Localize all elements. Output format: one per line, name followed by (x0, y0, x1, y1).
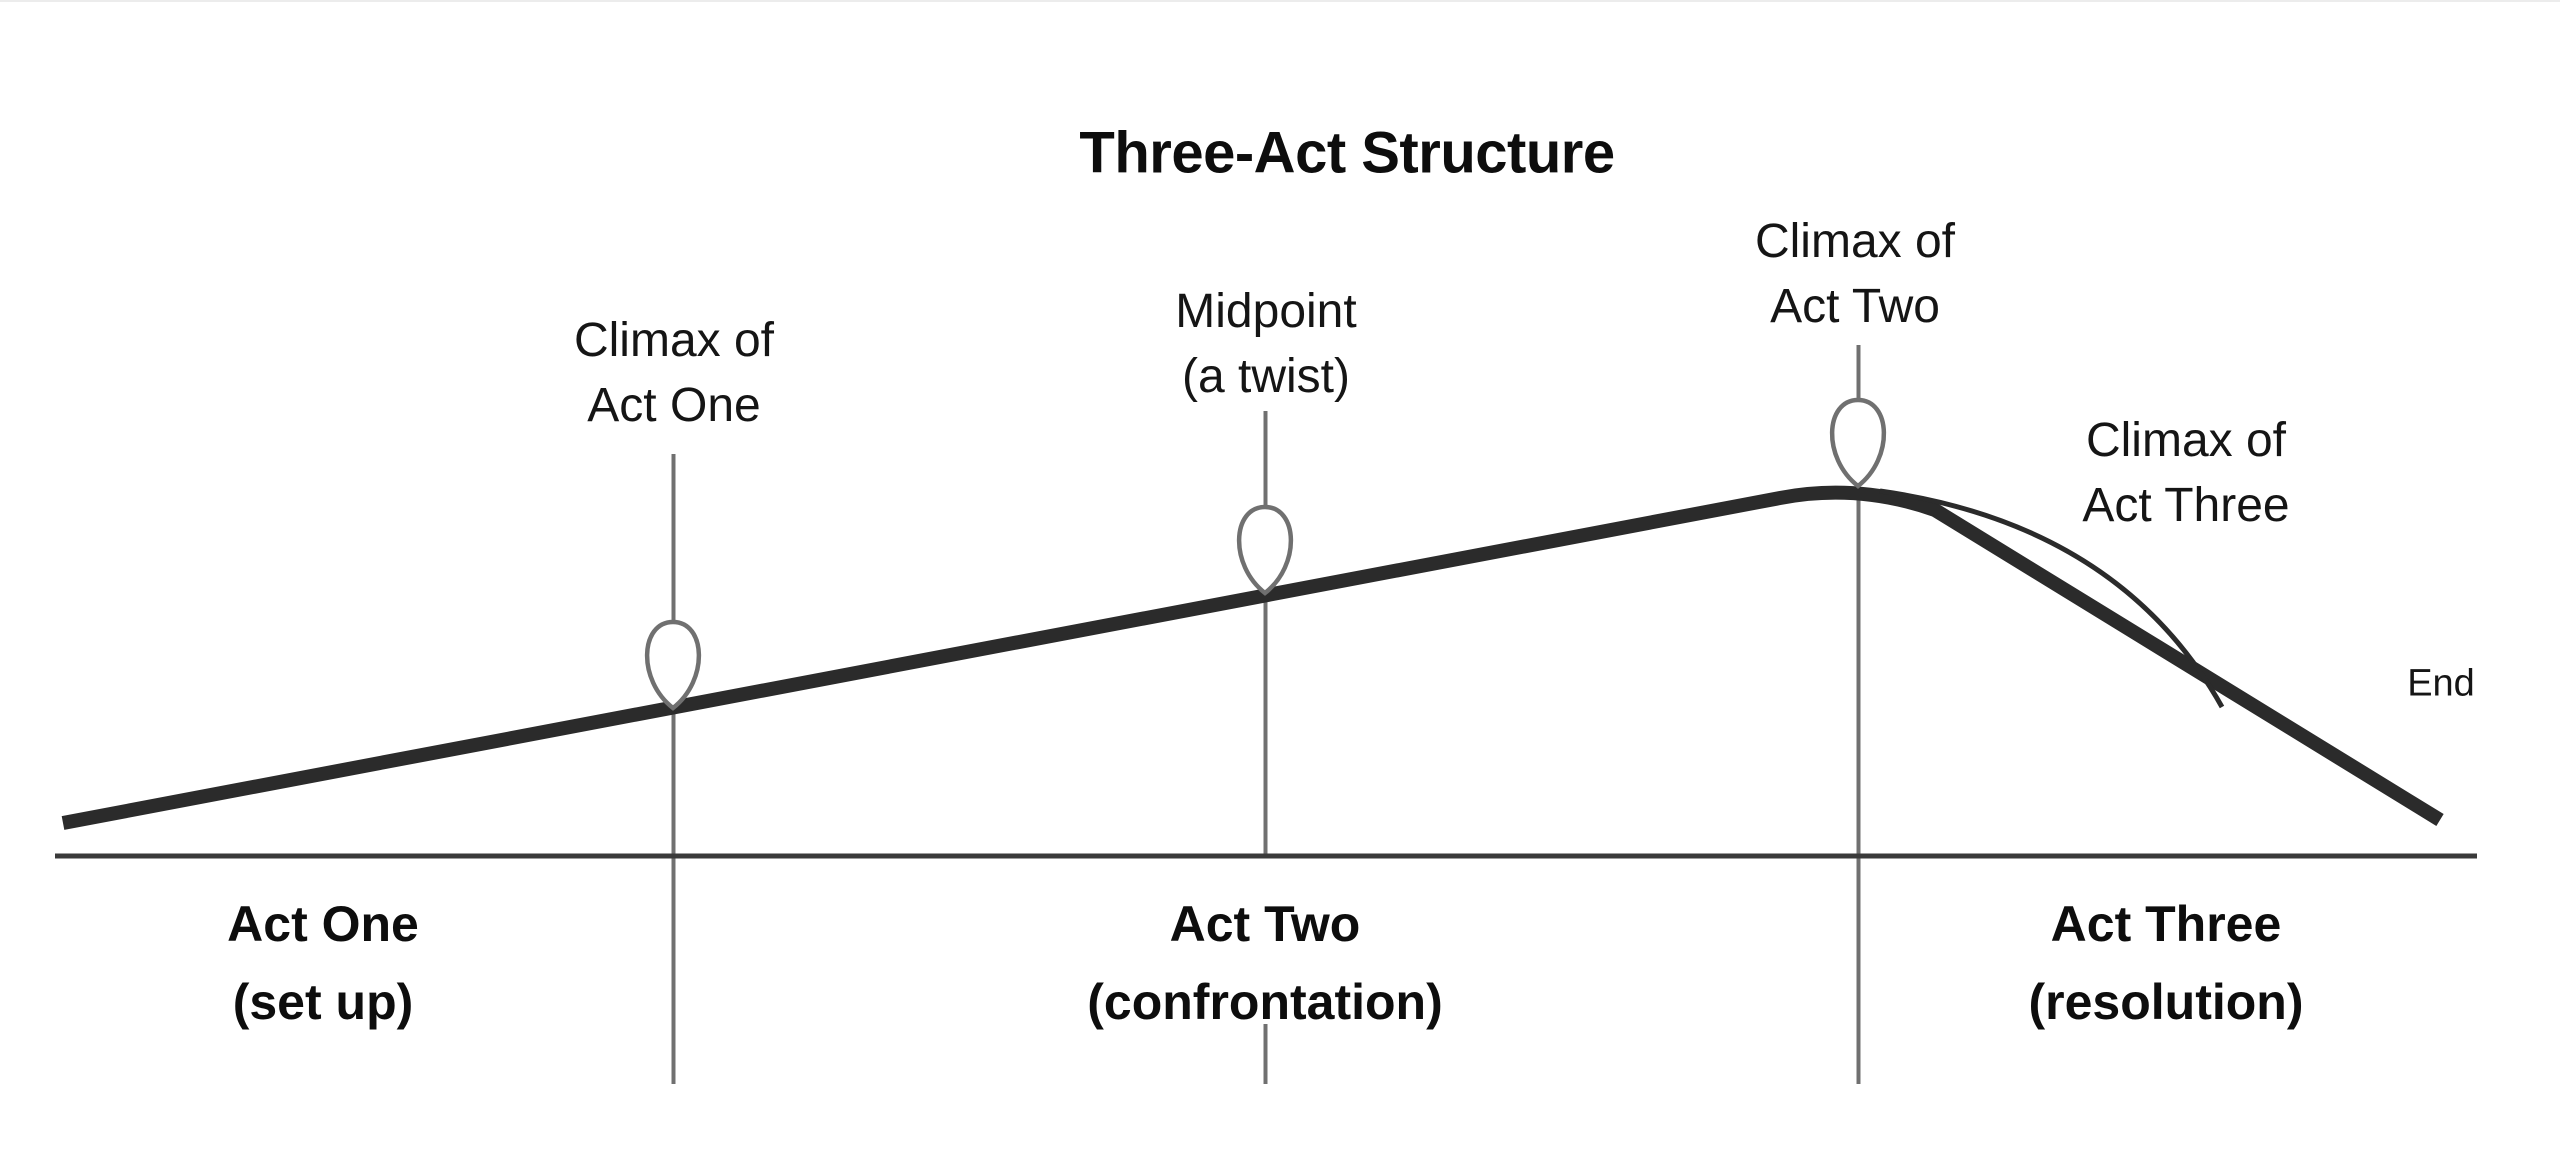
act-name: Act Three (2050, 896, 2282, 952)
act-subtitle: (resolution) (2028, 974, 2304, 1030)
label-line: Climax of (1754, 215, 1956, 268)
label-midpoint: Midpoint (a twist) (1175, 279, 1356, 409)
label-line: Act One (587, 379, 761, 432)
label-line: (a twist) (1182, 350, 1350, 403)
label-line: Act Three (2082, 479, 2290, 532)
label-act-three: Act Three (resolution) (2029, 885, 2304, 1041)
main-plot-line (61, 485, 2444, 830)
label-line: Midpoint (1175, 285, 1357, 338)
act-name: Act Two (1169, 896, 1361, 952)
label-line: Climax of (2085, 414, 2287, 467)
label-climax-act-three: Climax of Act Three (2082, 408, 2289, 538)
label-act-one: Act One (set up) (227, 885, 419, 1041)
climax-act-one-teardrop-icon (644, 619, 702, 711)
act-subtitle: (confrontation) (1087, 974, 1443, 1030)
diagram-title: Three-Act Structure (1079, 120, 1615, 186)
climax-act-two-teardrop-icon (1829, 397, 1887, 489)
label-climax-act-two: Climax of Act Two (1755, 209, 1955, 339)
label-line: Climax of (573, 314, 775, 367)
label-end: End (2407, 662, 2475, 705)
label-climax-act-one: Climax of Act One (574, 308, 774, 438)
label-line: Act Two (1770, 280, 1940, 333)
act-name: Act One (227, 896, 419, 952)
climax-act-three-arc (1879, 488, 2225, 709)
label-act-two: Act Two (confrontation) (1087, 885, 1442, 1041)
midpoint-teardrop-icon (1236, 504, 1294, 596)
act-subtitle: (set up) (232, 974, 414, 1030)
